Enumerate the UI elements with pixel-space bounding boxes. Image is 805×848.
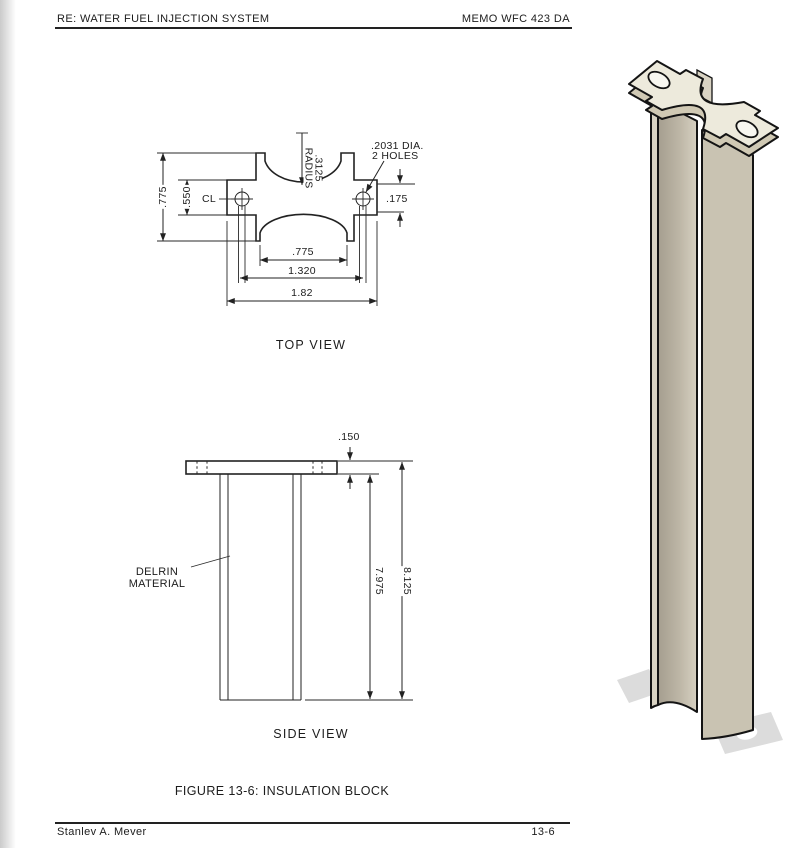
dim-plate-thickness: .150 <box>338 431 360 443</box>
leg-concave-face <box>657 100 698 713</box>
dim-cutout-span: .775 <box>291 246 315 258</box>
centerline-label: CL <box>202 193 217 205</box>
hidden-hole-lines <box>196 461 323 474</box>
dim-holes-line1: .2031 DIA. <box>371 140 424 152</box>
scan-edge-shading <box>0 0 16 848</box>
leg-left-edge-face <box>650 96 659 709</box>
render-hole-left <box>647 70 671 90</box>
dim-leg-length: 7.975 <box>373 566 385 596</box>
hole-right <box>352 188 374 210</box>
dim-waist: .175 <box>386 193 408 205</box>
footer-rule <box>55 822 570 824</box>
header-right-title: MEMO WFC 423 DA <box>461 13 570 25</box>
side-view-drawing <box>185 447 413 701</box>
side-view-dimension-lines <box>305 447 413 701</box>
dim-hole-spacing: 1.320 <box>287 265 317 277</box>
render-3d <box>617 60 783 754</box>
leg-right-face <box>701 129 754 740</box>
dim-radius-label: .3125 RADIUS <box>303 147 325 189</box>
side-view-caption: SIDE VIEW <box>273 727 349 741</box>
top-view-part-outline <box>226 152 378 242</box>
side-view-legs <box>219 474 302 701</box>
side-view-plate <box>185 460 338 475</box>
header-rule <box>55 27 572 30</box>
footer-author: Stanlev A. Mever <box>57 826 147 838</box>
dim-tab-width: .550 <box>181 185 193 209</box>
hole-left <box>231 188 253 210</box>
dim-radius-word: RADIUS <box>303 147 315 189</box>
dim-overall-length: 1.82 <box>290 287 314 299</box>
dim-overall-height: 8.125 <box>401 566 413 596</box>
figure-caption: FIGURE 13-6: INSULATION BLOCK <box>174 784 390 798</box>
dim-overall-width: .775 <box>157 185 169 209</box>
material-label-line1: DELRIN <box>135 566 179 578</box>
material-leader <box>190 555 231 568</box>
dim-holes-line2: 2 HOLES <box>372 150 419 162</box>
material-label-line2: MATERIAL <box>128 578 186 590</box>
header-left-title: RE: WATER FUEL INJECTION SYSTEM <box>57 13 270 25</box>
top-view-drawing <box>157 132 415 306</box>
render-hole-right <box>735 119 759 139</box>
footer-page-number: 13-6 <box>531 826 555 838</box>
top-view-caption: TOP VIEW <box>275 338 347 352</box>
